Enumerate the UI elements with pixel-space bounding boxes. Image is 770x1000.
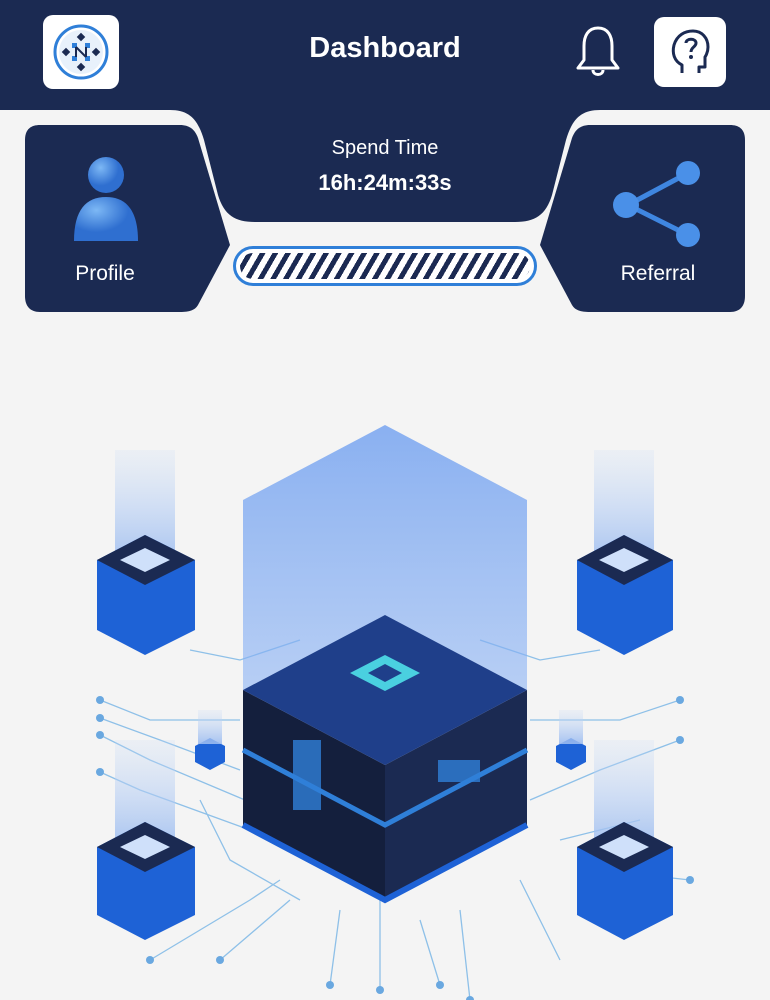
referral-label: Referral xyxy=(620,262,696,285)
server-stack-icon xyxy=(97,450,195,655)
time-progress-bar xyxy=(233,246,537,286)
profile-button[interactable]: Profile xyxy=(25,125,230,312)
referral-button[interactable]: Referral xyxy=(540,125,745,312)
profile-label: Profile xyxy=(75,262,135,285)
head-question-icon xyxy=(671,29,710,73)
spend-time-value: 16h:24m:33s xyxy=(318,170,452,195)
progress-fill xyxy=(240,253,530,279)
server-illustration xyxy=(96,425,694,1000)
page-title: Dashboard xyxy=(309,32,461,64)
network-logo-icon xyxy=(53,24,109,80)
logo-button[interactable] xyxy=(43,15,119,89)
spend-time-label: Spend Time xyxy=(331,137,439,159)
bell-icon[interactable] xyxy=(574,24,622,80)
help-button[interactable] xyxy=(654,17,726,87)
user-icon xyxy=(74,157,138,241)
share-icon xyxy=(613,161,700,247)
